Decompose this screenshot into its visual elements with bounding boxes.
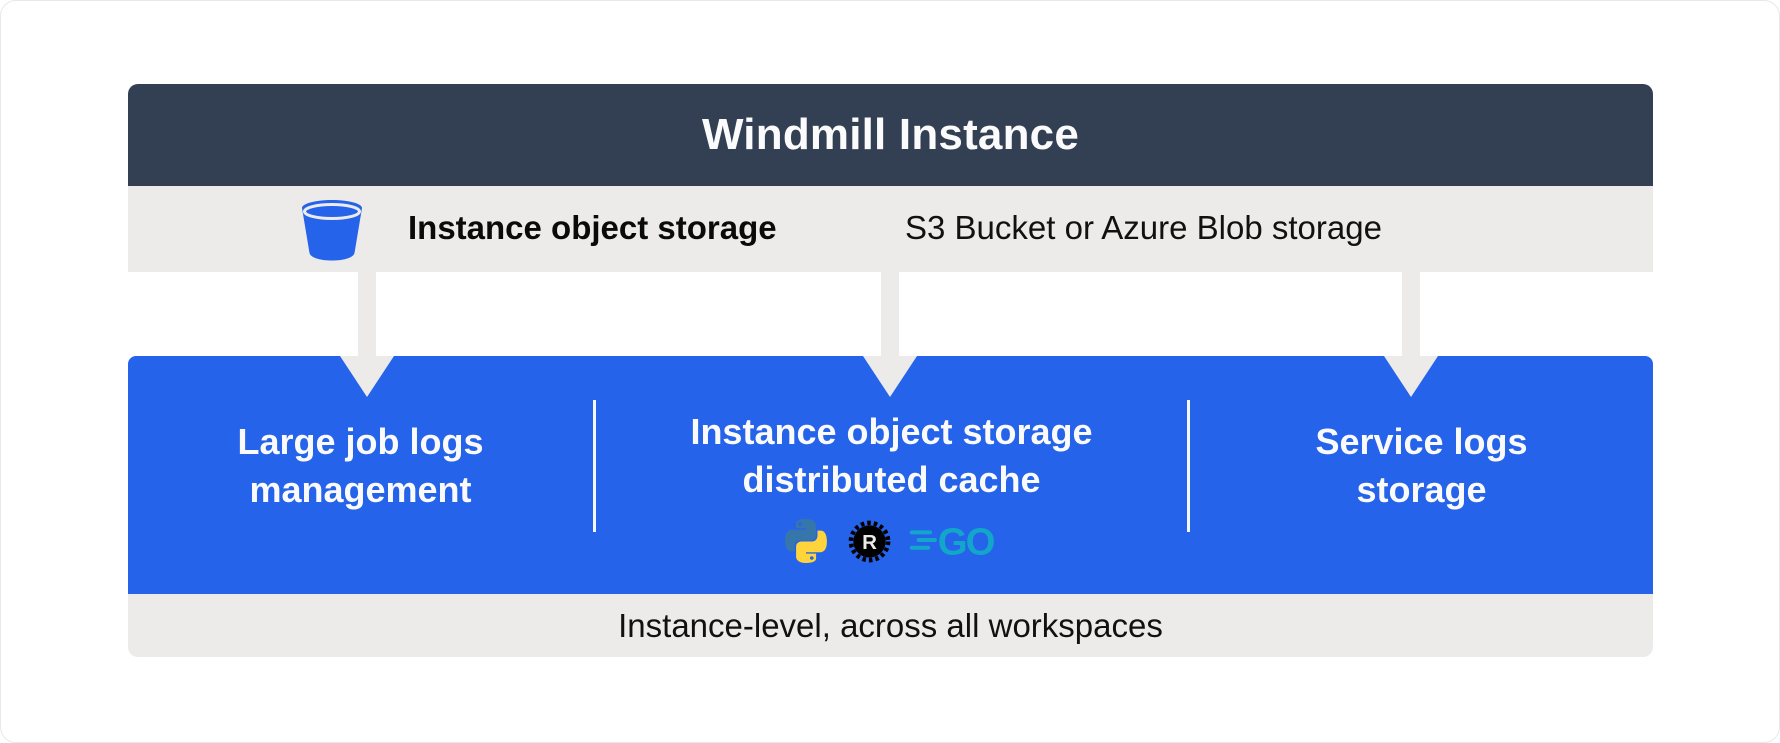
arrow-head-left-icon [340,356,394,397]
diagram-title: Windmill Instance [701,110,1080,159]
section-service-logs: Service logs storage [1190,356,1653,594]
arrow-shaft-middle [881,272,899,356]
section-label-line: Instance object storage [690,411,1093,452]
go-icon: GO [909,520,997,562]
storage-description: S3 Bucket or Azure Blob storage [905,209,1382,247]
section-label-line: Large job logs [237,421,484,462]
storage-label: Instance object storage [408,209,777,247]
diagram-header: Windmill Instance [128,84,1653,186]
section-label-line: storage [1356,469,1487,510]
python-icon [785,519,827,563]
rust-icon: R [848,520,891,562]
section-large-job-logs: Large job logs management [128,356,593,594]
section-label-line: distributed cache [742,459,1041,500]
arrow-shaft-right [1402,272,1420,356]
section-label-line: Service logs [1315,421,1528,462]
footer-label: Instance-level, across all workspaces [618,606,1163,644]
section-divider [593,400,596,532]
arrow-shaft-left [358,272,376,356]
instance-object-storage-bar: Instance object storage S3 Bucket or Azu… [128,186,1653,272]
windmill-instance-diagram: Windmill Instance Instance object storag… [128,84,1653,657]
section-label-line: management [249,469,472,510]
blue-panel: Large job logs management Instance objec… [128,356,1653,594]
section-divider [1187,400,1190,532]
language-logos-row: R GO [596,517,1187,565]
footer-bar: Instance-level, across all workspaces [128,594,1653,657]
bucket-icon [300,199,364,261]
connector-area [128,272,1653,356]
rust-letter: R [862,530,877,553]
arrow-head-right-icon [1384,356,1438,397]
arrow-head-middle-icon [863,356,917,397]
go-letters: GO [938,520,995,562]
section-distributed-cache: Instance object storage distributed cach… [596,356,1187,594]
